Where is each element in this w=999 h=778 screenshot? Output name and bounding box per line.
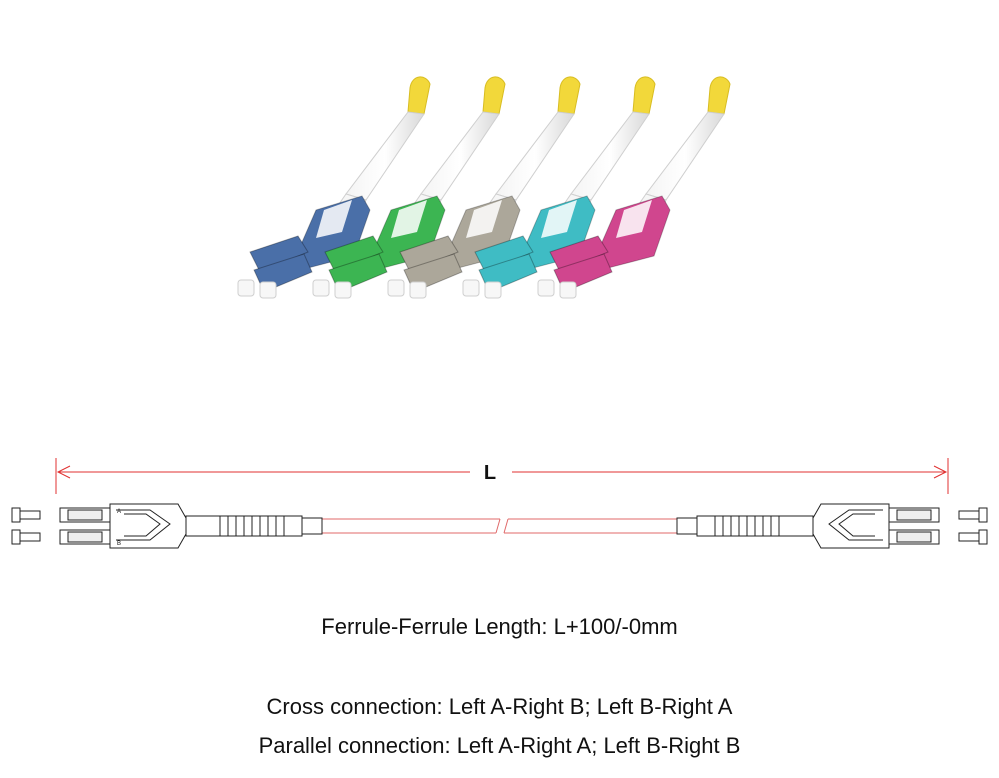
parallel-connection-note: Parallel connection: Left A-Right A; Lef… xyxy=(258,733,741,758)
dimension-label: L xyxy=(484,462,496,484)
lc-uniboot-connectors-photo xyxy=(237,76,731,299)
left-connector-assembly: A B xyxy=(11,503,323,549)
left-dust-caps xyxy=(11,507,41,545)
connector-magenta xyxy=(537,76,731,299)
dimension-line xyxy=(55,458,949,494)
ferrule-length-note: Ferrule-Ferrule Length: L+100/-0mm xyxy=(321,614,678,639)
cable xyxy=(322,518,678,534)
right-connector-assembly xyxy=(676,503,988,549)
right-dust-caps xyxy=(958,507,988,545)
cross-connection-note: Cross connection: Left A-Right B; Left B… xyxy=(266,694,733,719)
patch-cable-diagram: L A B xyxy=(11,458,988,549)
left-latch-a-label: A xyxy=(117,509,121,515)
left-latch-b-label: B xyxy=(117,541,121,547)
